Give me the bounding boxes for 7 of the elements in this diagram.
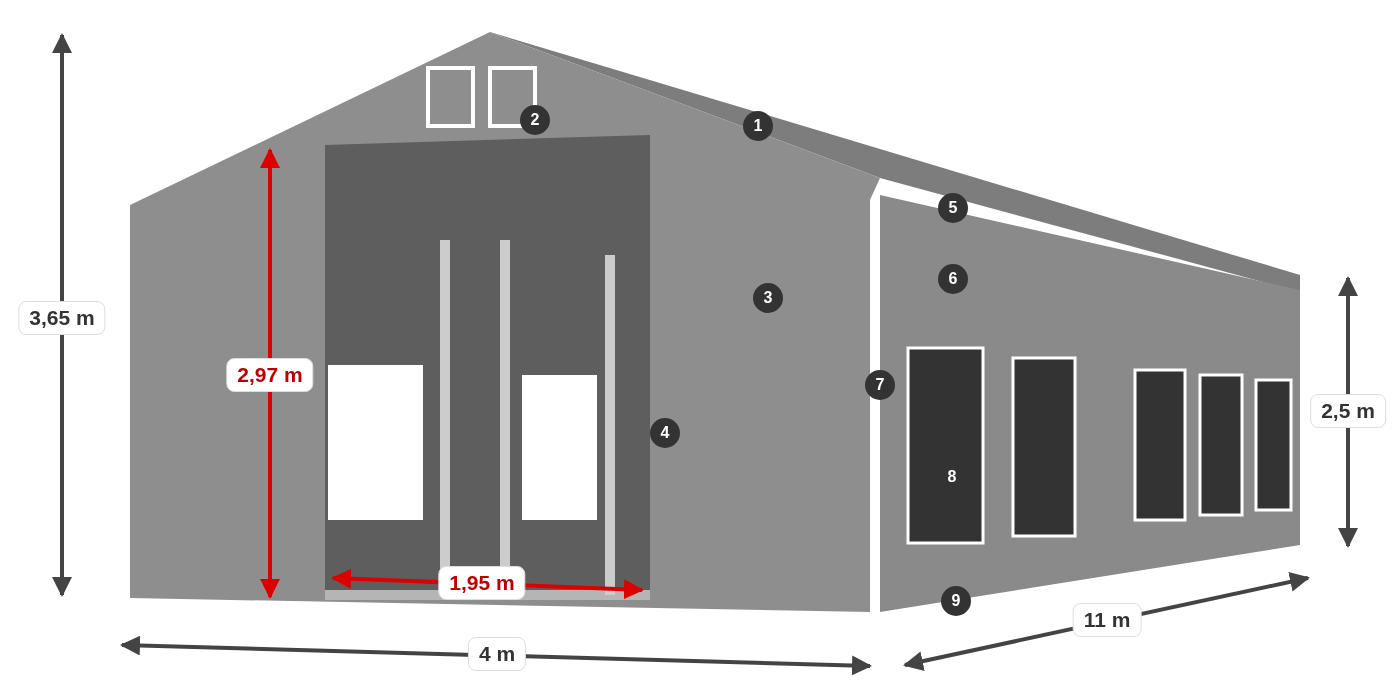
dimension-label: 1,95 m bbox=[438, 566, 526, 600]
dimension-label: 11 m bbox=[1072, 603, 1142, 637]
dimension-label: 3,65 m bbox=[18, 301, 106, 335]
dimension-label: 2,97 m bbox=[226, 358, 314, 392]
dimension-label: 4 m bbox=[467, 637, 527, 671]
callout-number: 9 bbox=[941, 586, 971, 616]
dimension-label: 2,5 m bbox=[1310, 394, 1386, 428]
